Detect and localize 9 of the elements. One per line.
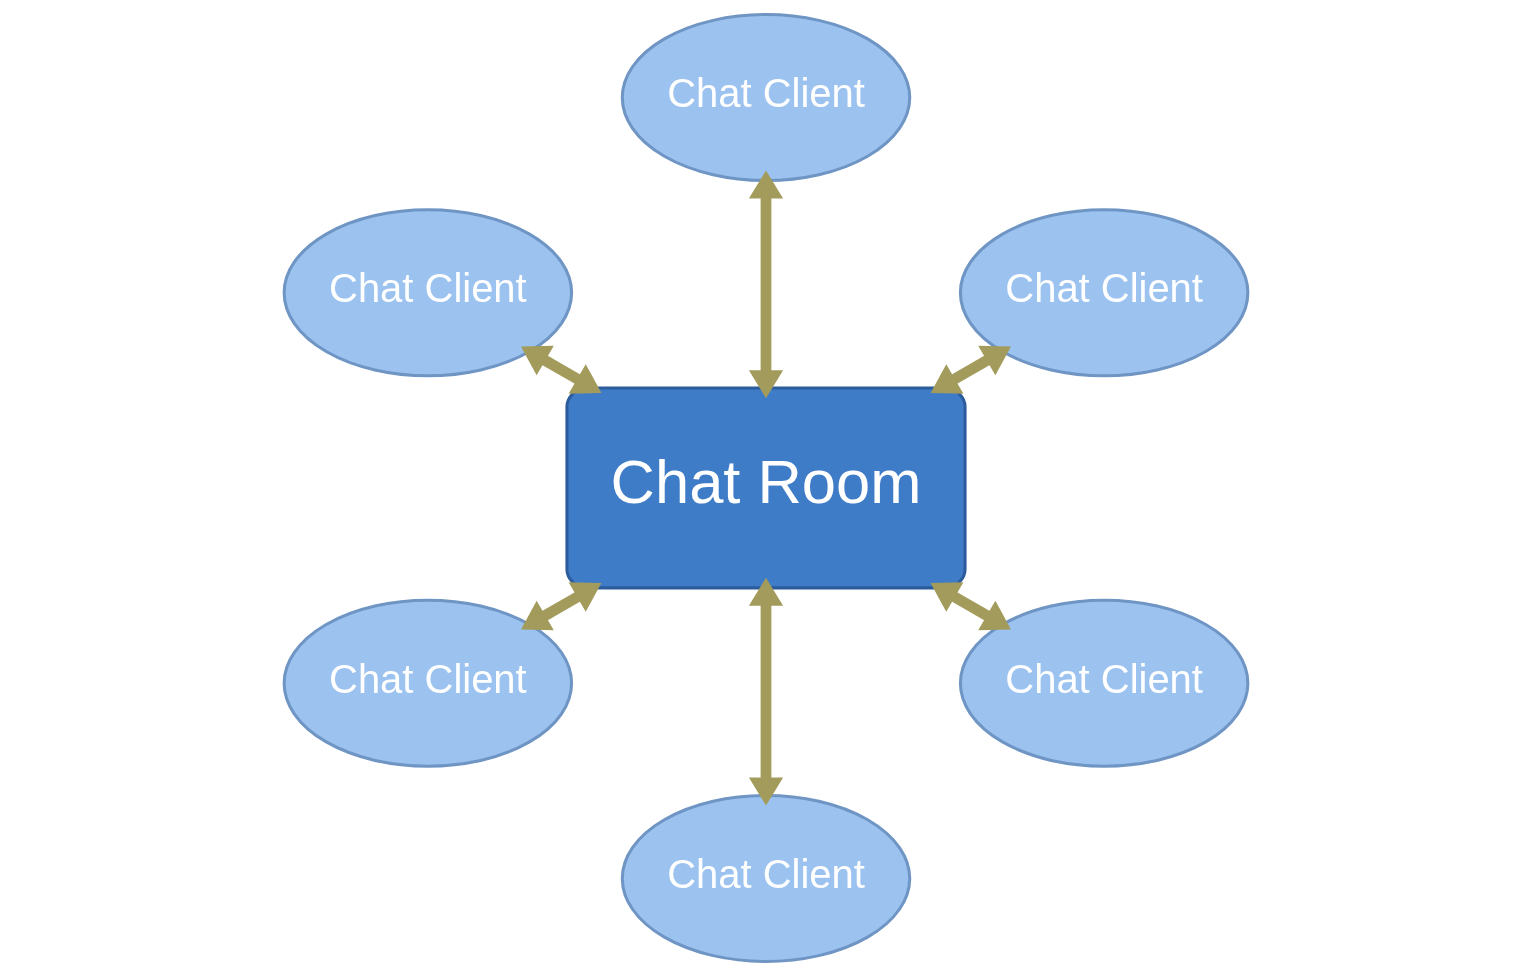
arrow	[930, 345, 1011, 394]
arrow	[930, 582, 1011, 631]
node-box: Chat Room	[565, 386, 967, 590]
node-ellipse: Chat Client	[620, 13, 912, 183]
arrow	[521, 582, 602, 631]
arrow	[748, 577, 784, 806]
arrow	[748, 170, 784, 399]
node-ellipse: Chat Client	[620, 793, 912, 963]
arrow	[521, 345, 602, 394]
